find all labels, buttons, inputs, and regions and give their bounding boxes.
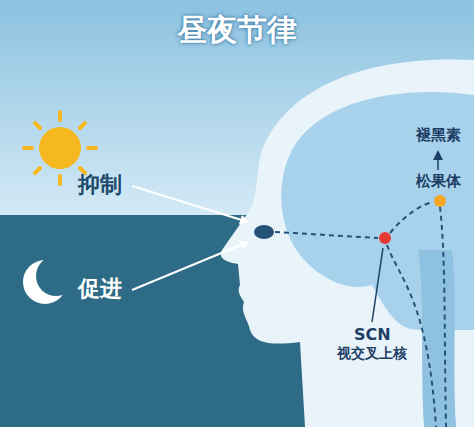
- organ-label: 松果体: [416, 172, 461, 190]
- pineal-dot: [434, 195, 446, 207]
- effect-label: 抑制: [78, 172, 122, 198]
- scn-dot: [379, 232, 391, 244]
- melatonin-arrow: [437, 152, 439, 170]
- moon-icon: [23, 256, 76, 304]
- effect-label: 促进: [78, 276, 122, 302]
- nucleus-label: SCN: [354, 325, 391, 344]
- spinal-pathway: [387, 245, 436, 427]
- light-arrow: [132, 186, 248, 222]
- title: 昼夜节律: [177, 12, 297, 48]
- scn-pineal-pathway: [390, 202, 433, 233]
- dark-arrow: [132, 242, 248, 290]
- spinal-pathway: [440, 207, 446, 427]
- eye: [254, 225, 274, 239]
- hormone-label: 褪黑素: [416, 126, 461, 144]
- nucleus-label: 视交叉上核: [337, 345, 407, 362]
- retinal-pathway: [275, 232, 378, 238]
- scn-leader: [372, 248, 383, 322]
- head-silhouette: [221, 59, 474, 427]
